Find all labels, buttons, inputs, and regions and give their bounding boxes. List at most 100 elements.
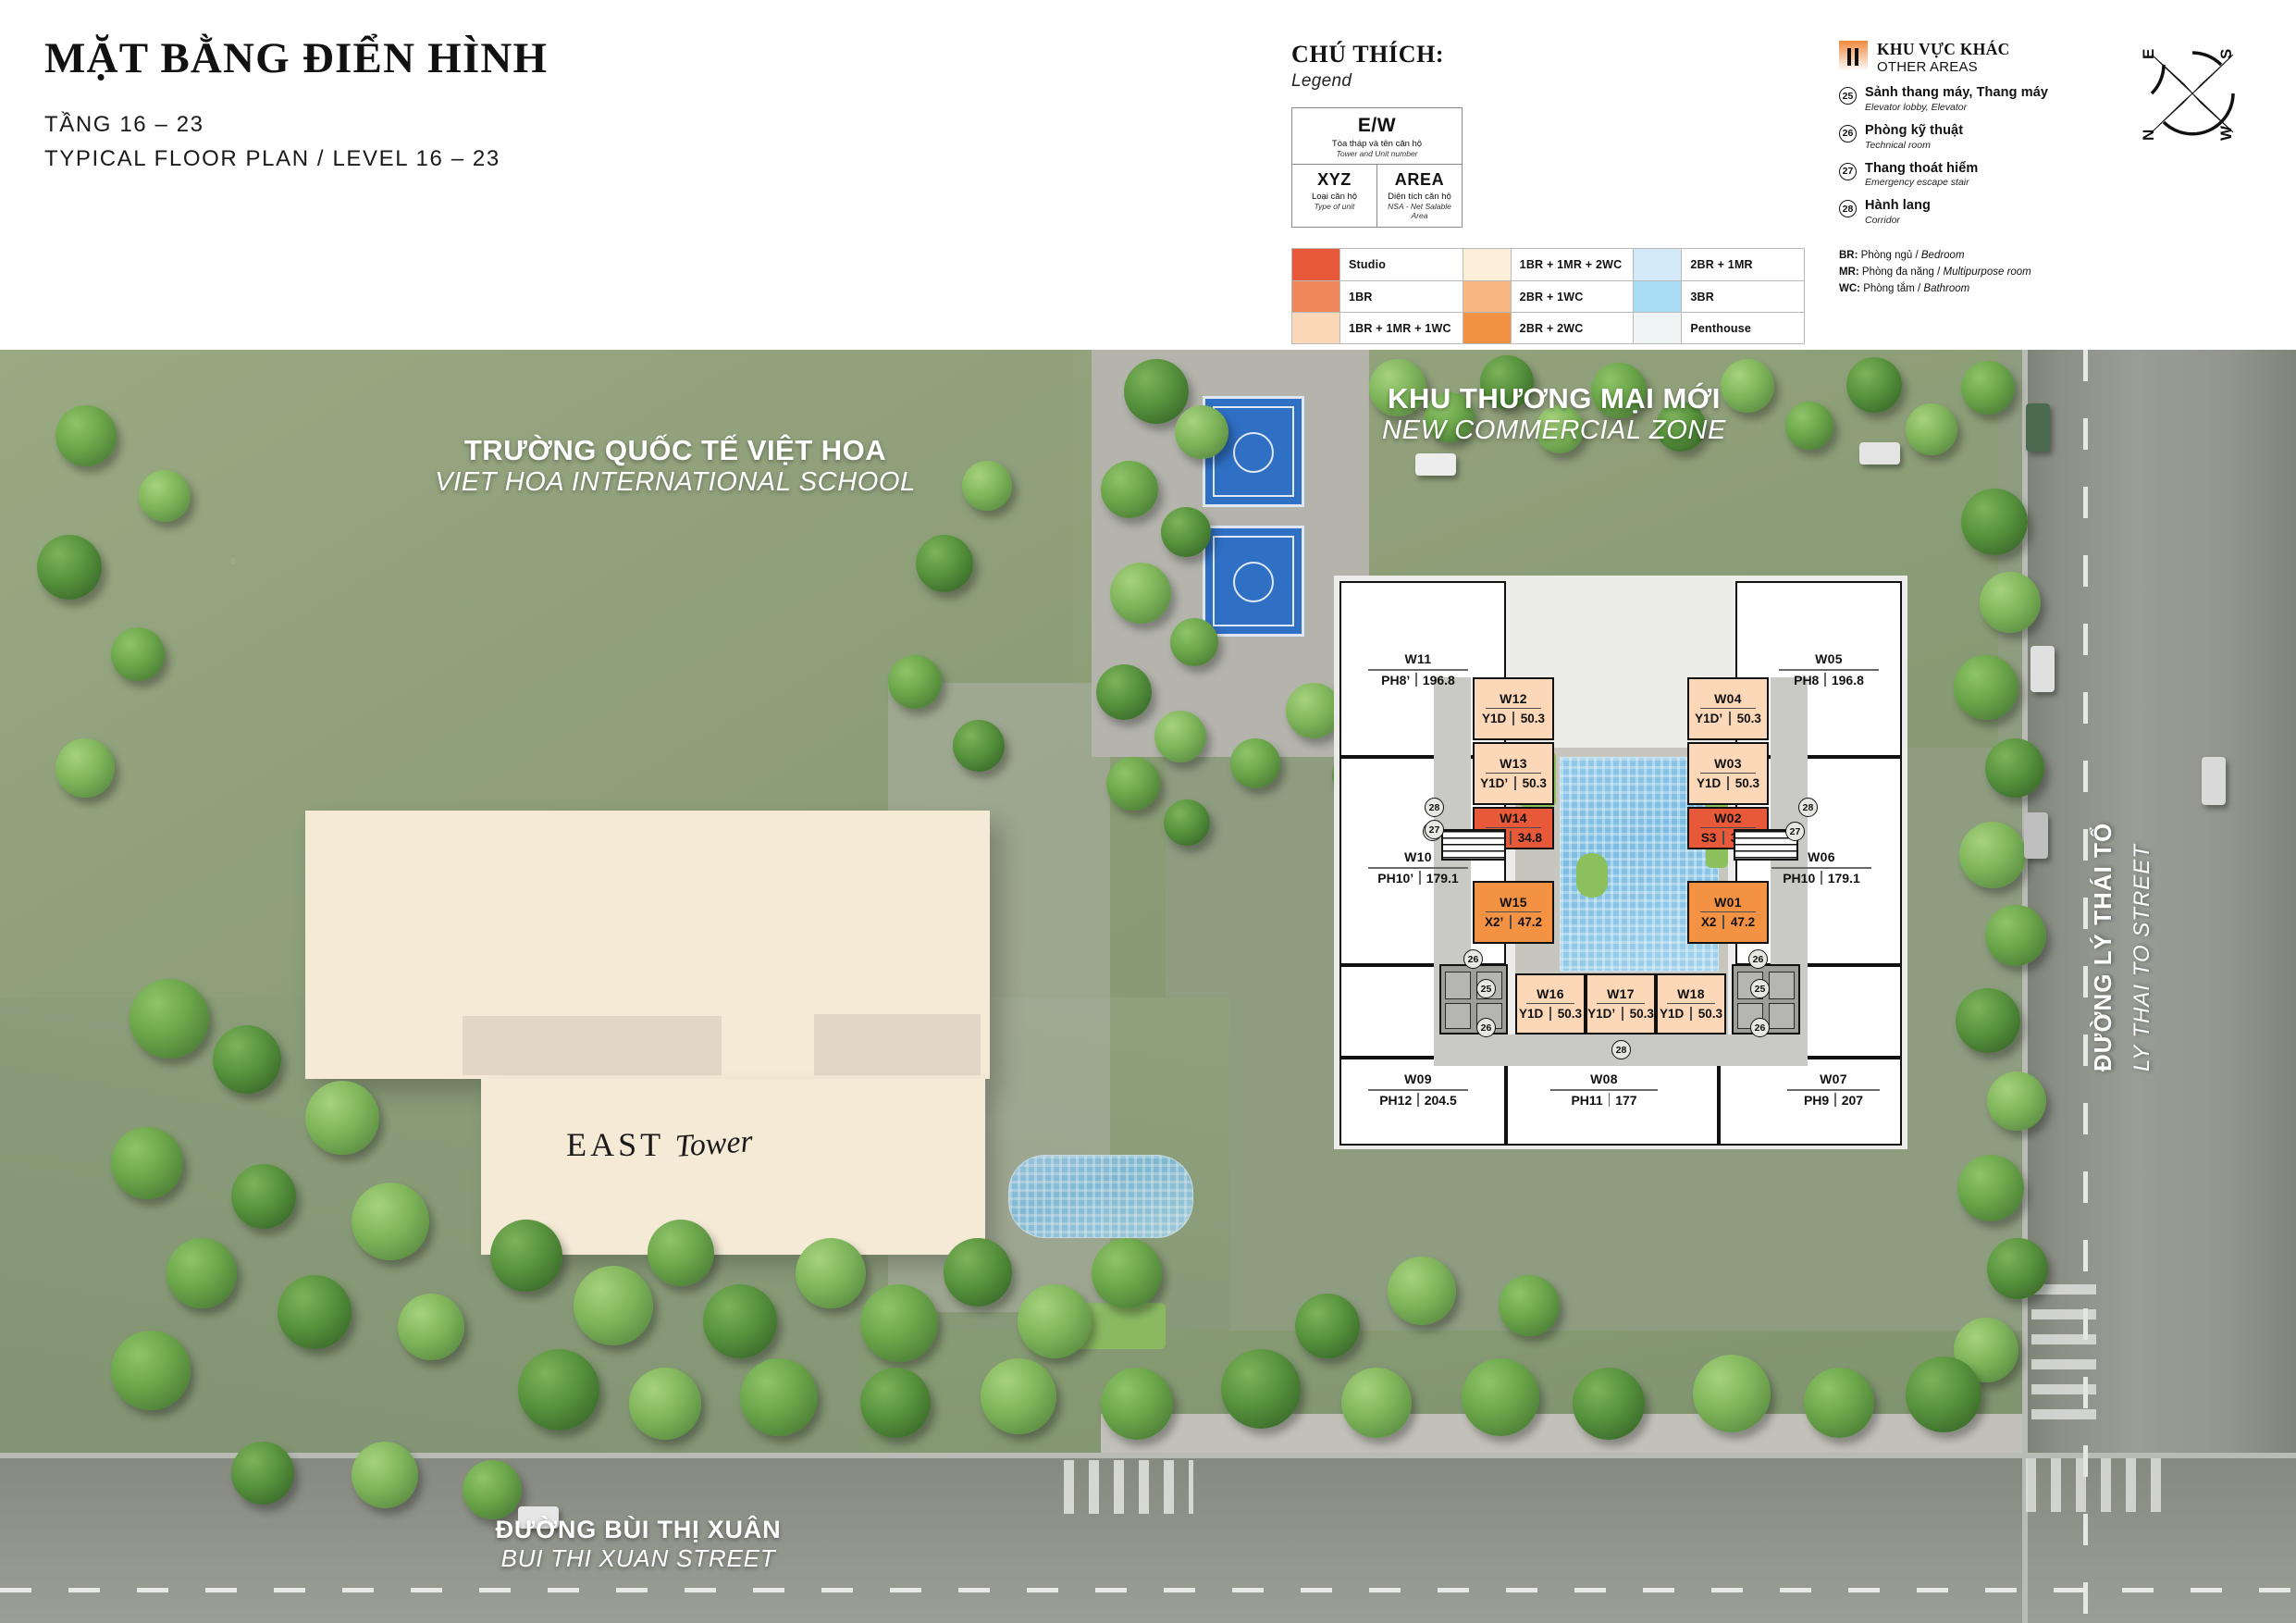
tree (139, 470, 191, 522)
unit-type: Y1D (1481, 712, 1507, 726)
crosswalk-right (2031, 1284, 2096, 1423)
unit-value-divider (1722, 915, 1724, 930)
other-areas-title-en: OTHER AREAS (1877, 59, 1978, 76)
tree (167, 1238, 237, 1308)
road-dash-right (2083, 350, 2088, 1623)
marker-28-west: 28 (1425, 798, 1444, 817)
swatch-color-chip (1292, 281, 1340, 312)
other-areas-header: KHU VỰC KHÁC OTHER AREAS (1839, 40, 2117, 76)
tree (1499, 1275, 1560, 1336)
tree (1804, 1368, 1874, 1438)
other-area-label-en: Technical room (1865, 139, 1931, 151)
unit-area: 34.8 (1517, 831, 1543, 846)
unit-value-divider (1512, 712, 1514, 726)
tree (1388, 1257, 1456, 1325)
penthouse-id: W06 (1808, 849, 1835, 864)
legend-swatch-2br-1wc: 2BR + 1WC (1462, 281, 1634, 312)
unit-id: W04 (1714, 690, 1742, 706)
tree (1462, 1358, 1539, 1436)
tree (1096, 664, 1152, 720)
tree (111, 1331, 191, 1410)
unit-value-divider (1690, 1007, 1692, 1022)
car-8 (2031, 646, 2055, 692)
legend-swatch-3br: 3BR (1633, 281, 1804, 312)
car-7 (2026, 403, 2050, 452)
unit-area: 50.3 (1697, 1007, 1723, 1022)
unit-type: X2 (1700, 915, 1717, 930)
marker-25-west: 25 (1476, 979, 1496, 998)
tree (962, 461, 1012, 511)
other-area-number: 25 (1839, 87, 1857, 105)
penthouse-area: 204.5 (1424, 1092, 1457, 1108)
tree (1980, 572, 2041, 633)
tree (1573, 1368, 1645, 1440)
penthouse-block-w07 (1719, 1058, 1902, 1146)
swatch-label: 2BR + 1WC (1519, 290, 1584, 304)
compass-label-w: W (2217, 125, 2235, 141)
unit-value-divider (1622, 1007, 1623, 1022)
penthouse-value-divider (1419, 871, 1421, 885)
marker-26-east-top: 26 (1748, 949, 1768, 969)
unit-divider (1699, 826, 1757, 829)
swatch-label: 2BR + 1MR (1690, 258, 1753, 271)
tree (916, 535, 973, 592)
tree (463, 1460, 522, 1519)
other-area-label-vn: Thang thoát hiểm (1865, 160, 1979, 176)
tree (796, 1238, 866, 1308)
unit-divider (1667, 1002, 1715, 1005)
penthouse-code: PH10 (1783, 870, 1816, 886)
tree (953, 720, 1005, 772)
tree (37, 535, 102, 600)
legend-swatch-1br: 1BR (1292, 281, 1463, 312)
unit-divider (1699, 772, 1757, 774)
penthouse-id: W08 (1590, 1072, 1618, 1086)
tree (1985, 905, 2046, 966)
swatch-label: 2BR + 2WC (1519, 321, 1584, 335)
legend-key-top: E/W Tòa tháp và tên căn hộ Tower and Uni… (1292, 108, 1462, 165)
unit-divider (1485, 911, 1542, 913)
tree (1170, 618, 1218, 666)
tree (1221, 1349, 1301, 1429)
penthouse-block-w09 (1339, 1058, 1506, 1146)
unit-id: W12 (1500, 690, 1527, 706)
swatch-color-chip (1634, 249, 1683, 280)
marker-26-west-top: 26 (1463, 949, 1483, 969)
legend-key-bottom: XYZ Loại căn hộ Type of unit AREA Diện t… (1292, 165, 1462, 227)
marker-26-east-bottom: 26 (1750, 1018, 1770, 1037)
label-street-ly-thai-to: ĐƯỜNG LÝ THÁI TỔ (2089, 627, 2117, 1072)
car-10 (2202, 757, 2226, 805)
penthouse-id: W05 (1815, 651, 1843, 666)
street-right-en: LY THAI TO STREET (2129, 844, 2154, 1072)
tree (490, 1220, 562, 1292)
unit-type: Y1D (1518, 1007, 1544, 1022)
legend-key-area-code: AREA (1394, 170, 1445, 189)
tree (1985, 738, 2044, 798)
page-subtitle: TẦNG 16 – 23 TYPICAL FLOOR PLAN / LEVEL … (44, 107, 548, 176)
tree (1987, 1072, 2046, 1131)
unit-value-divider (1729, 712, 1731, 726)
penthouse-value-divider (1834, 1093, 1836, 1107)
tree (1721, 359, 1774, 413)
swatch-label: Penthouse (1690, 321, 1752, 335)
marker-27-west-dup: 27 (1425, 820, 1444, 839)
